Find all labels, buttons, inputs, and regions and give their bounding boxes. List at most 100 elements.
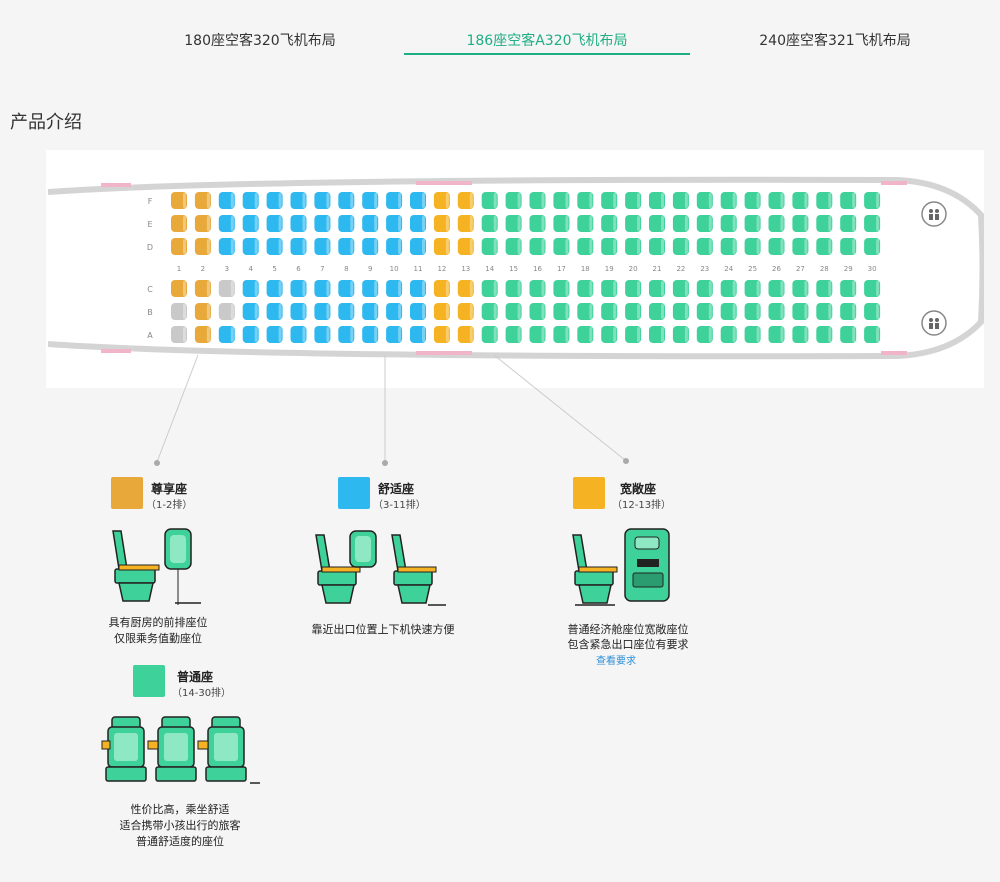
- seat-5B[interactable]: [266, 303, 283, 320]
- seat-11D[interactable]: [410, 238, 426, 255]
- seat-2C[interactable]: [194, 280, 211, 297]
- seat-2B[interactable]: [194, 303, 211, 320]
- seat-4C[interactable]: [242, 280, 259, 297]
- seat-21F[interactable]: [649, 192, 665, 209]
- seat-12F[interactable]: [433, 192, 450, 209]
- seat-19C[interactable]: [601, 280, 618, 297]
- seat-30C[interactable]: [864, 280, 881, 297]
- seat-21C[interactable]: [649, 280, 665, 297]
- seat-3F[interactable]: [218, 192, 235, 209]
- seat-6D[interactable]: [290, 238, 307, 255]
- seat-30D[interactable]: [864, 238, 881, 255]
- seat-2F[interactable]: [194, 192, 211, 209]
- seat-16B[interactable]: [529, 303, 546, 320]
- seat-13D[interactable]: [457, 238, 474, 255]
- seat-19E[interactable]: [601, 215, 618, 232]
- seat-3E[interactable]: [218, 215, 235, 232]
- seat-15A[interactable]: [505, 326, 522, 343]
- seat-25F[interactable]: [744, 192, 761, 209]
- seat-20F[interactable]: [625, 192, 642, 209]
- seat-10D[interactable]: [386, 238, 403, 255]
- seat-24D[interactable]: [720, 238, 737, 255]
- seat-24C[interactable]: [720, 280, 737, 297]
- seat-25A[interactable]: [744, 326, 761, 343]
- seat-12B[interactable]: [433, 303, 450, 320]
- seat-11A[interactable]: [410, 326, 426, 343]
- seat-5E[interactable]: [266, 215, 283, 232]
- seat-13A[interactable]: [457, 326, 474, 343]
- seat-12C[interactable]: [433, 280, 450, 297]
- seat-22C[interactable]: [672, 280, 689, 297]
- seat-12D[interactable]: [433, 238, 450, 255]
- seat-21B[interactable]: [649, 303, 665, 320]
- seat-8F[interactable]: [338, 192, 355, 209]
- seat-2A[interactable]: [194, 326, 211, 343]
- seat-4D[interactable]: [242, 238, 259, 255]
- seat-10F[interactable]: [386, 192, 403, 209]
- seat-19F[interactable]: [601, 192, 618, 209]
- seat-1C[interactable]: [171, 280, 187, 297]
- seat-28C[interactable]: [816, 280, 833, 297]
- seat-1D[interactable]: [171, 238, 187, 255]
- seat-28A[interactable]: [816, 326, 833, 343]
- seat-14E[interactable]: [481, 215, 498, 232]
- seat-28D[interactable]: [816, 238, 833, 255]
- seat-10B[interactable]: [386, 303, 403, 320]
- seat-25D[interactable]: [744, 238, 761, 255]
- seat-27C[interactable]: [792, 280, 809, 297]
- seat-13B[interactable]: [457, 303, 474, 320]
- tab-180-a320[interactable]: 180座空客320飞机布局: [184, 33, 336, 49]
- seat-30A[interactable]: [864, 326, 881, 343]
- seat-23C[interactable]: [696, 280, 713, 297]
- seat-25E[interactable]: [744, 215, 761, 232]
- seat-22D[interactable]: [672, 238, 689, 255]
- seat-20D[interactable]: [625, 238, 642, 255]
- seat-16C[interactable]: [529, 280, 546, 297]
- seat-9A[interactable]: [362, 326, 379, 343]
- seat-29B[interactable]: [840, 303, 857, 320]
- seat-15F[interactable]: [505, 192, 522, 209]
- seat-23B[interactable]: [696, 303, 713, 320]
- seat-16F[interactable]: [529, 192, 546, 209]
- seat-3C[interactable]: [218, 280, 235, 297]
- seat-9C[interactable]: [362, 280, 379, 297]
- seat-27D[interactable]: [792, 238, 809, 255]
- seat-15C[interactable]: [505, 280, 522, 297]
- seat-14B[interactable]: [481, 303, 498, 320]
- seat-9D[interactable]: [362, 238, 379, 255]
- seat-12A[interactable]: [433, 326, 450, 343]
- seat-19D[interactable]: [601, 238, 618, 255]
- seat-26F[interactable]: [768, 192, 785, 209]
- seat-11E[interactable]: [410, 215, 426, 232]
- seat-22F[interactable]: [672, 192, 689, 209]
- seat-25C[interactable]: [744, 280, 761, 297]
- seat-26A[interactable]: [768, 326, 785, 343]
- seat-27E[interactable]: [792, 215, 809, 232]
- seat-18B[interactable]: [577, 303, 594, 320]
- seat-4A[interactable]: [242, 326, 259, 343]
- seat-20E[interactable]: [625, 215, 642, 232]
- seat-7F[interactable]: [314, 192, 331, 209]
- seat-14A[interactable]: [481, 326, 498, 343]
- seat-24E[interactable]: [720, 215, 737, 232]
- seat-23D[interactable]: [696, 238, 713, 255]
- seat-10C[interactable]: [386, 280, 403, 297]
- seat-17D[interactable]: [553, 238, 570, 255]
- seat-23E[interactable]: [696, 215, 713, 232]
- seat-7B[interactable]: [314, 303, 331, 320]
- seat-22B[interactable]: [672, 303, 689, 320]
- tab-240-a321[interactable]: 240座空客321飞机布局: [759, 33, 911, 49]
- seat-2E[interactable]: [194, 215, 211, 232]
- seat-18A[interactable]: [577, 326, 594, 343]
- seat-22A[interactable]: [672, 326, 689, 343]
- seat-3B[interactable]: [218, 303, 235, 320]
- seat-18F[interactable]: [577, 192, 594, 209]
- seat-27A[interactable]: [792, 326, 809, 343]
- seat-18D[interactable]: [577, 238, 594, 255]
- seat-17F[interactable]: [553, 192, 570, 209]
- seat-24A[interactable]: [720, 326, 737, 343]
- seat-15E[interactable]: [505, 215, 522, 232]
- seat-14D[interactable]: [481, 238, 498, 255]
- seat-30F[interactable]: [864, 192, 881, 209]
- seat-16A[interactable]: [529, 326, 546, 343]
